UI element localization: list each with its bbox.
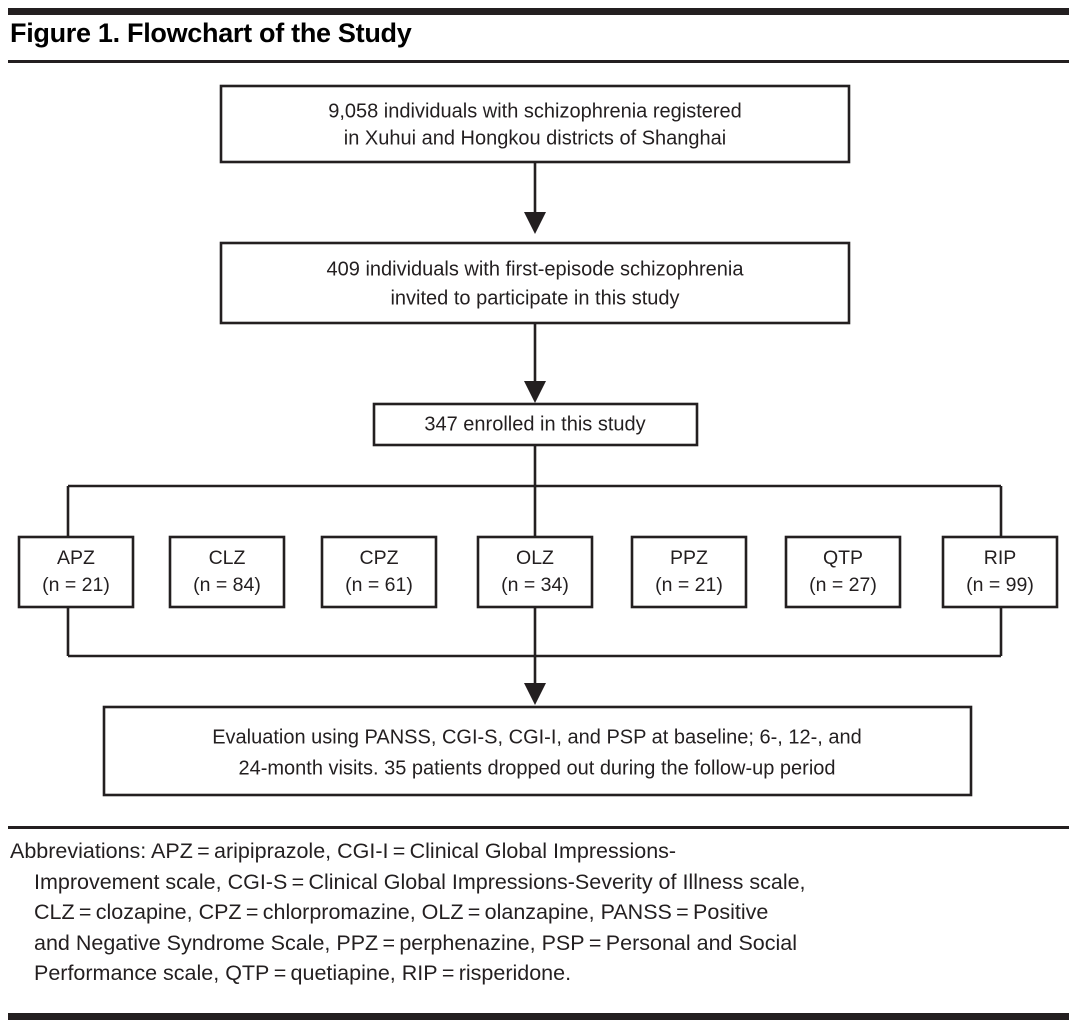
abbreviations-line: Performance scale, QTP = quetiapine, RIP… <box>34 961 572 985</box>
flow-group-olz-code: OLZ <box>516 547 554 569</box>
flow-group-cpz: CPZ (n = 61) <box>320 535 438 609</box>
top-divider-bar <box>8 8 1069 15</box>
flow-group-apz: APZ (n = 21) <box>17 535 135 609</box>
flow-node-invited-line-2: invited to participate in this study <box>390 287 679 309</box>
flow-group-rip-code: RIP <box>984 547 1017 569</box>
flow-group-apz-code: APZ <box>57 547 95 569</box>
flow-group-rip-count: (n = 99) <box>966 574 1034 596</box>
flow-node-registered-line-2: in Xuhui and Hongkou districts of Shangh… <box>344 127 726 149</box>
arrow-head-icon <box>524 381 546 403</box>
flow-group-qtp-code: QTP <box>823 547 863 569</box>
flow-group-ppz-code: PPZ <box>670 547 708 569</box>
page-title: Figure 1. Flowchart of the Study <box>10 18 412 48</box>
flow-group-cpz-code: CPZ <box>360 547 399 569</box>
flow-node-evaluation: Evaluation using PANSS, CGI-S, CGI-I, an… <box>102 705 973 797</box>
flow-node-evaluation-line-1: Evaluation using PANSS, CGI-S, CGI-I, an… <box>212 726 862 748</box>
flow-group-ppz-count: (n = 21) <box>655 574 723 596</box>
abbreviations-line: Improvement scale, CGI-S = Clinical Glob… <box>34 869 806 894</box>
connector-enrolled-to-groups <box>66 445 1003 537</box>
flow-group-cpz-count: (n = 61) <box>345 574 413 596</box>
abbreviations-line: CLZ = clozapine, CPZ = chlorpromazine, O… <box>34 900 769 924</box>
connector-invited-to-enrolled <box>524 323 546 403</box>
flow-group-qtp: QTP (n = 27) <box>784 535 902 609</box>
abbreviations-line: and Negative Syndrome Scale, PPZ = perph… <box>34 930 798 955</box>
flow-group-qtp-count: (n = 27) <box>809 574 877 596</box>
flow-node-registered-line-1: 9,058 individuals with schizophrenia reg… <box>328 100 742 122</box>
flow-node-enrolled: 347 enrolled in this study <box>372 402 699 447</box>
flow-group-clz-code: CLZ <box>209 547 246 569</box>
abbreviations-note: Abbreviations: APZ = aripiprazole, CGI-I… <box>10 836 1065 989</box>
flow-node-invited-line-1: 409 individuals with first-episode schiz… <box>327 258 745 280</box>
flow-node-evaluation-line-2: 24-month visits. 35 patients dropped out… <box>238 757 835 779</box>
flow-group-clz: CLZ (n = 84) <box>168 535 286 609</box>
connector-groups-to-evaluation <box>66 607 1003 705</box>
abbreviations-line: Abbreviations: APZ = aripiprazole, CGI-I… <box>10 839 677 863</box>
flow-group-ppz: PPZ (n = 21) <box>630 535 748 609</box>
flow-group-apz-count: (n = 21) <box>42 574 110 596</box>
flow-group-clz-count: (n = 84) <box>193 574 261 596</box>
flow-node-invited: 409 individuals with first-episode schiz… <box>219 241 851 325</box>
arrow-head-icon <box>524 212 546 234</box>
title-divider <box>8 60 1069 63</box>
bottom-divider-bar <box>8 1013 1069 1020</box>
arrow-head-icon <box>524 683 546 705</box>
flow-node-registered: 9,058 individuals with schizophrenia reg… <box>219 84 851 164</box>
flow-group-rip: RIP (n = 99) <box>941 535 1059 609</box>
footnote-divider <box>8 826 1069 829</box>
flow-node-enrolled-line-1: 347 enrolled in this study <box>424 413 645 435</box>
flow-group-olz-count: (n = 34) <box>501 574 569 596</box>
flow-group-olz: OLZ (n = 34) <box>476 535 594 609</box>
connector-registered-to-invited <box>524 162 546 234</box>
